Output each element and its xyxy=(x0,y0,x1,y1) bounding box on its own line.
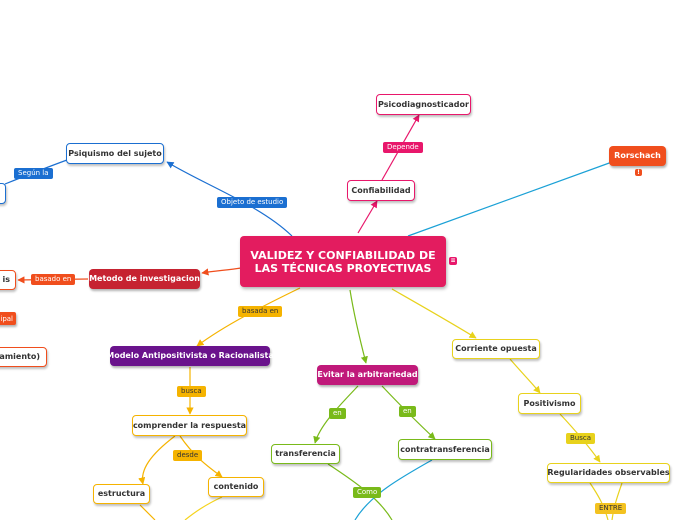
label-objeto-estudio: Objeto de estudio xyxy=(217,197,288,208)
label-depende: Depende xyxy=(383,142,423,153)
node-comprender[interactable]: comprender la respuesta xyxy=(132,415,247,436)
node-left-offscreen-blue[interactable] xyxy=(0,183,6,204)
label-desde: desde xyxy=(173,450,203,461)
label-basado-en: basado en xyxy=(31,274,76,285)
link-regularidades-down-2 xyxy=(611,482,623,520)
link-contratransferencia-down xyxy=(354,459,433,520)
link-central-evitar xyxy=(349,289,368,364)
link-comprender-contenido xyxy=(179,435,223,478)
node-confiabilidad[interactable]: Confiabilidad xyxy=(347,180,415,201)
link-corriente-positivismo xyxy=(509,358,541,394)
link-comprender-estructura xyxy=(138,435,176,485)
link-regularidades-down xyxy=(589,482,609,520)
link-central-modelo xyxy=(196,287,301,347)
warning-icon: ! xyxy=(635,169,642,176)
node-rorschach[interactable]: Rorschach xyxy=(609,146,666,166)
central-topic[interactable]: VALIDEZ Y CONFIABILIDAD DE LAS TÉCNICAS … xyxy=(240,236,446,287)
label-busca-2: Busca xyxy=(566,433,596,444)
node-positivismo[interactable]: Positivismo xyxy=(518,393,581,414)
node-estructura[interactable]: estructura xyxy=(93,484,150,504)
node-contratransferencia[interactable]: contratransferencia xyxy=(398,439,492,460)
node-metodo[interactable]: Metodo de investigacion xyxy=(89,269,200,289)
label-entre: ENTRE xyxy=(595,503,627,514)
label-busca: busca xyxy=(177,386,206,397)
node-modelo[interactable]: Modelo Antipositivista o Racionalista xyxy=(106,346,274,366)
node-psicodiagnosticador[interactable]: Psicodiagnosticador xyxy=(376,94,471,115)
node-psiquismo[interactable]: Psiquismo del sujeto xyxy=(66,143,164,164)
label-como: Como xyxy=(353,487,382,498)
label-basada-en: basada en xyxy=(238,306,283,317)
link-contenido-down xyxy=(184,496,223,520)
link-central-confiabilidad xyxy=(357,200,378,234)
link-central-rorschach xyxy=(407,161,613,237)
label-segun: Según la xyxy=(14,168,53,179)
link-estructura-down xyxy=(139,504,156,520)
node-left-partial-3[interactable]: zamiento) xyxy=(0,347,47,367)
node-transferencia[interactable]: transferencia xyxy=(271,444,340,464)
node-corriente[interactable]: Corriente opuesta xyxy=(452,339,540,359)
label-en-1: en xyxy=(329,408,346,419)
notes-icon[interactable]: ≡ xyxy=(449,257,457,265)
node-left-partial-1[interactable]: is xyxy=(0,270,16,290)
label-en-2: en xyxy=(399,406,416,417)
link-central-corriente xyxy=(391,288,477,339)
node-regularidades[interactable]: Regularidades observables xyxy=(547,463,670,483)
link-central-metodo xyxy=(201,267,242,276)
central-topic-title: VALIDEZ Y CONFIABILIDAD DE LAS TÉCNICAS … xyxy=(250,248,436,275)
link-central-psiquismo xyxy=(166,161,293,237)
node-evitar[interactable]: Evitar la arbitrariedad xyxy=(317,365,418,385)
node-left-partial-2[interactable]: ipal xyxy=(0,312,16,325)
node-contenido[interactable]: contenido xyxy=(208,477,264,497)
